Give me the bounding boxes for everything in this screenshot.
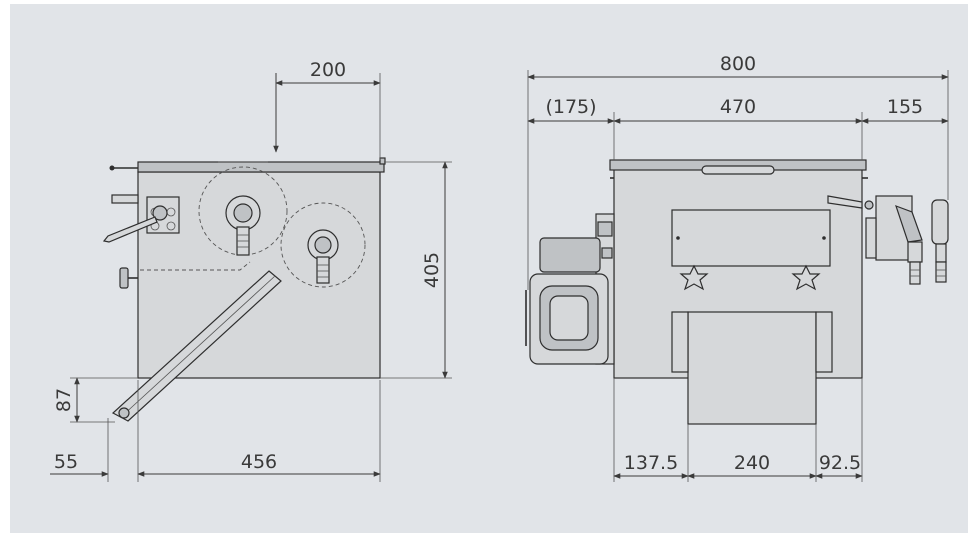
rotation-circle-2 bbox=[280, 202, 366, 288]
internal-level-line bbox=[140, 261, 251, 271]
valve-assembly bbox=[827, 195, 949, 285]
dim-405: 405 bbox=[421, 252, 443, 288]
dim-155: 155 bbox=[887, 96, 923, 118]
rotation-circle-1 bbox=[198, 166, 288, 256]
dim-456: 456 bbox=[241, 451, 277, 473]
dim-55: 55 bbox=[54, 451, 78, 473]
fitting-1 bbox=[225, 195, 261, 256]
lid-handle bbox=[701, 165, 775, 175]
front-view: 800 (175) 470 155 137.5 240 92.5 bbox=[525, 53, 949, 482]
motor bbox=[525, 213, 615, 365]
dim-800: 800 bbox=[720, 53, 756, 75]
side-view: 200 405 87 55 456 bbox=[50, 59, 452, 482]
valve-lever bbox=[102, 216, 158, 243]
star-knob-right bbox=[791, 264, 821, 291]
dim-87: 87 bbox=[53, 388, 75, 412]
dim-175: (175) bbox=[545, 96, 596, 118]
label-plate bbox=[671, 209, 831, 267]
dim-470: 470 bbox=[720, 96, 756, 118]
knob bbox=[119, 267, 129, 289]
fitting-2 bbox=[307, 229, 339, 284]
star-knob-left bbox=[679, 264, 709, 291]
drawer bbox=[687, 311, 817, 425]
dim-200: 200 bbox=[310, 59, 346, 81]
dim-240: 240 bbox=[734, 452, 770, 474]
dim-137-5: 137.5 bbox=[624, 452, 678, 474]
dim-92-5: 92.5 bbox=[819, 452, 861, 474]
tilt-handle bbox=[111, 270, 282, 422]
